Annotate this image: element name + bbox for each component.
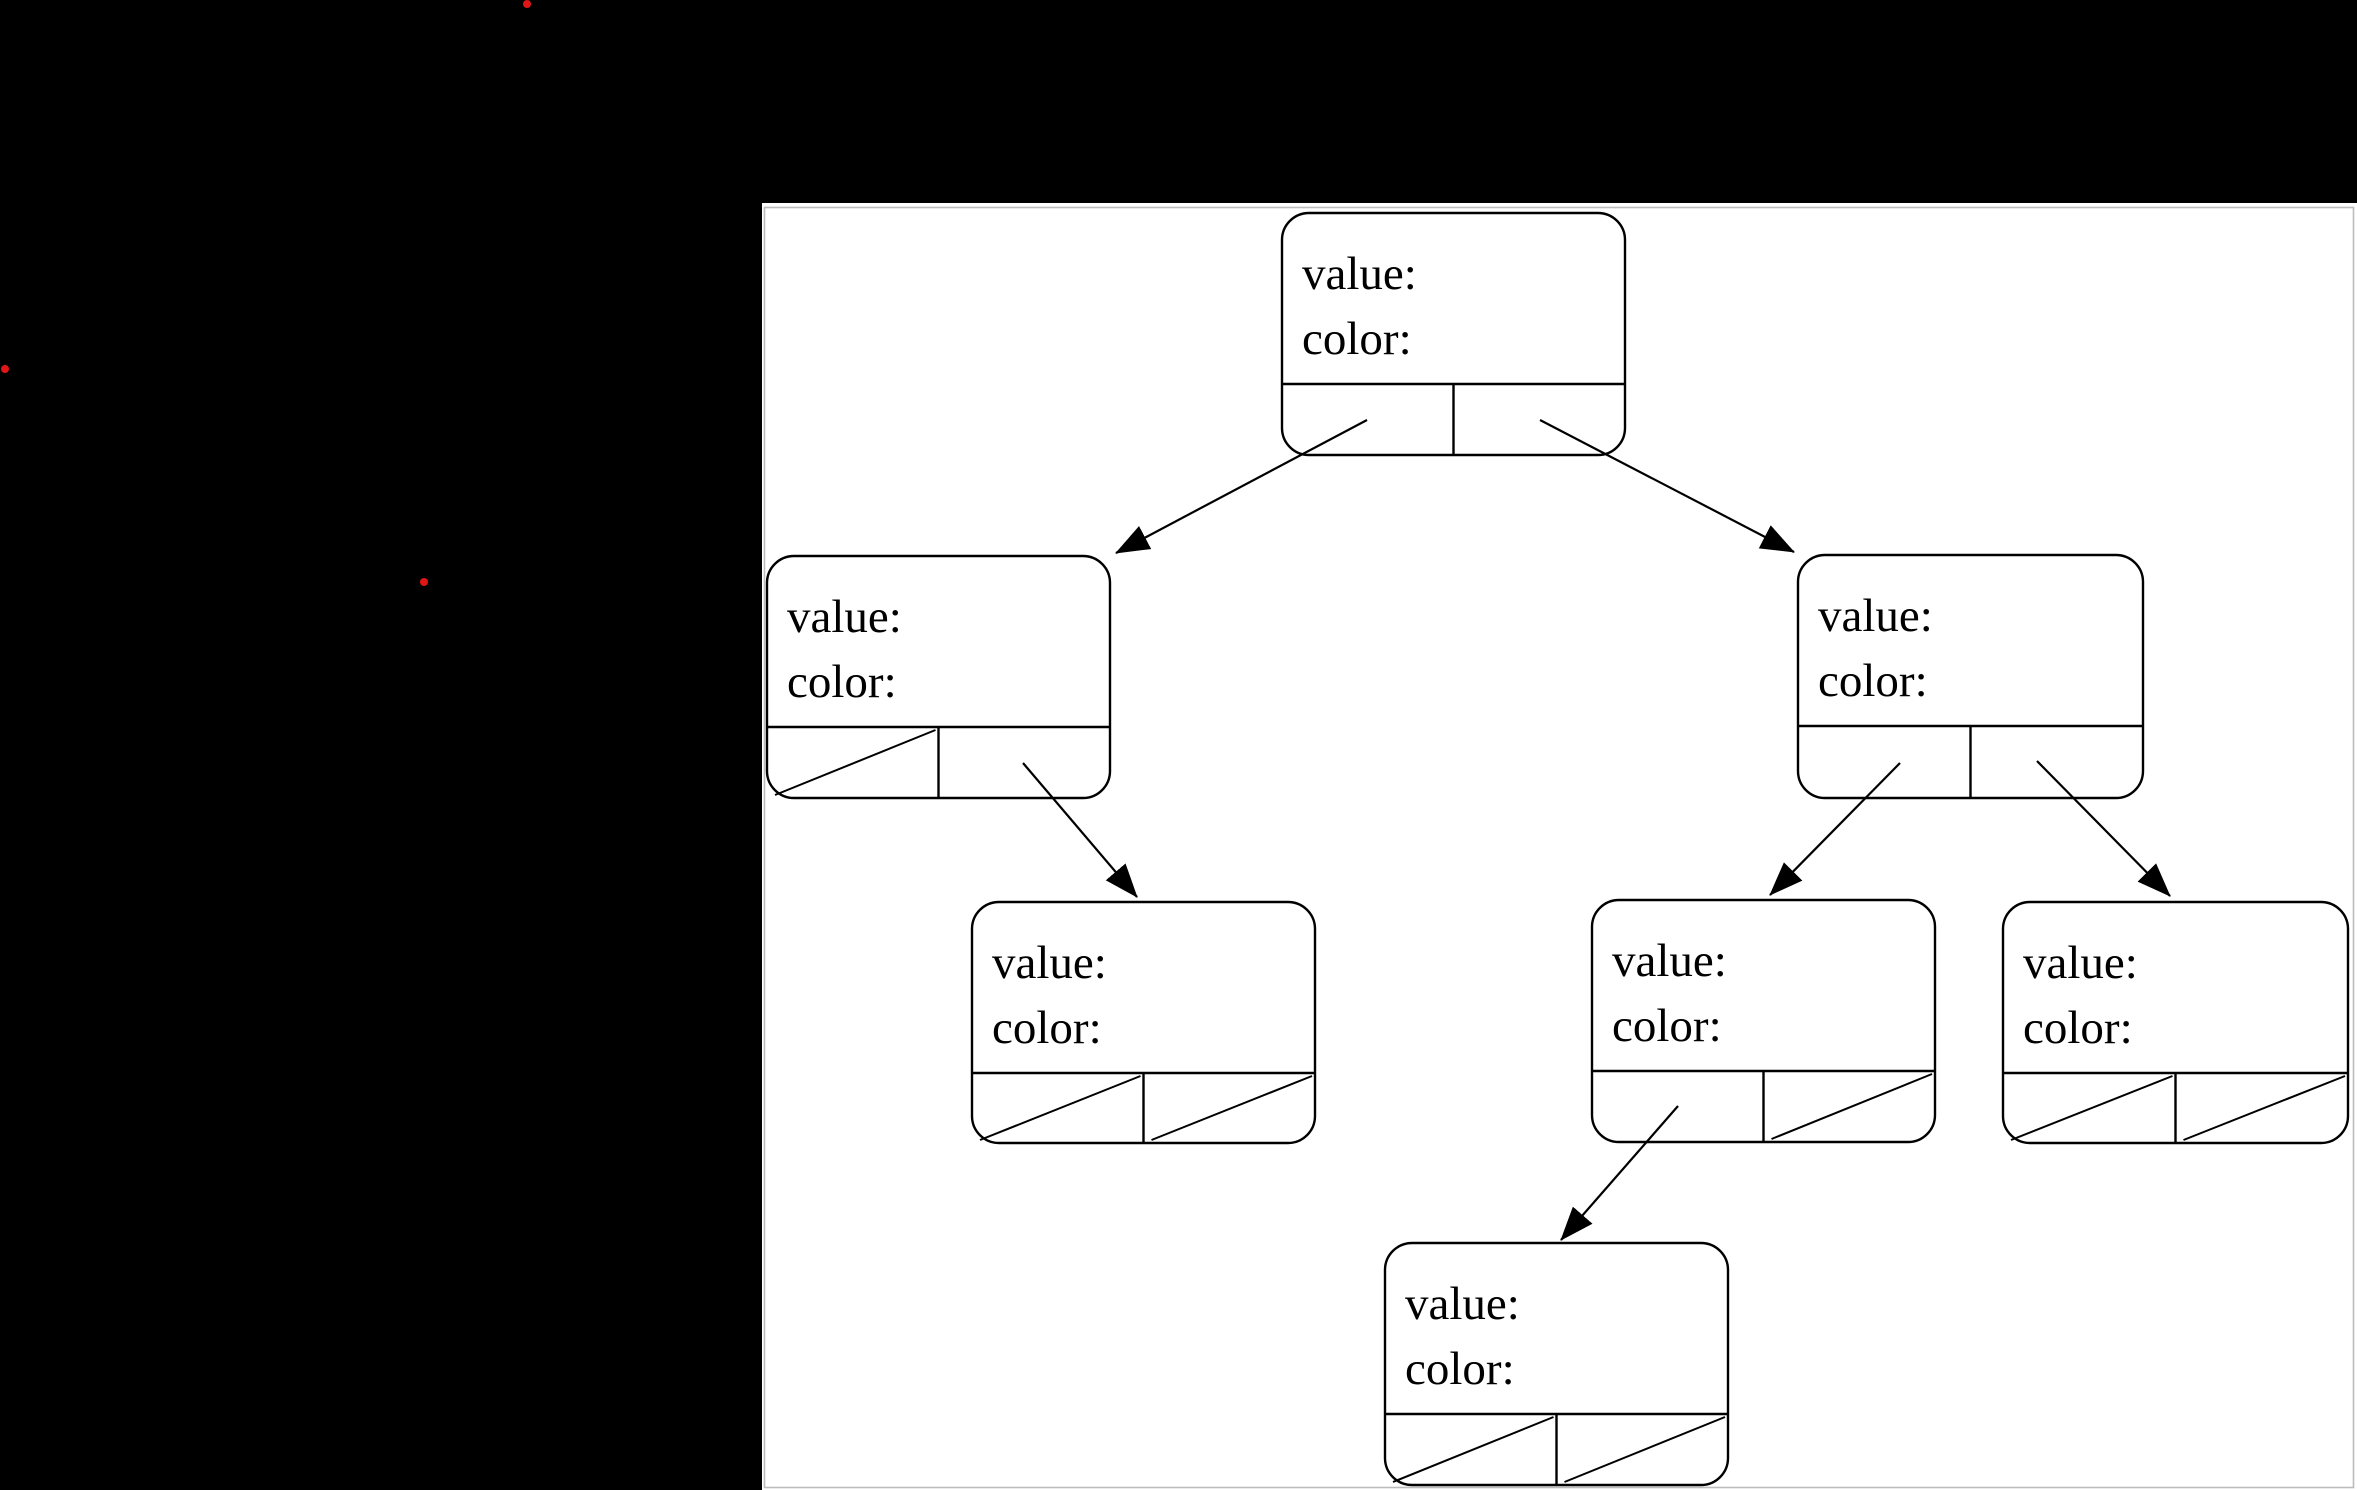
node-color-label: color: [1405,1343,1515,1395]
node-color-label: color: [1818,655,1928,707]
tree-node-right-left: value: color: [1590,898,1937,1144]
red-dot [1,365,9,373]
node-value-label: value: [1302,248,1417,300]
edge-root-to-left [1115,419,1368,554]
nodes-layer: value:color:value:color:value:color:valu… [765,211,2350,1487]
red-dot [420,578,428,586]
node-value-label: value: [2023,937,2138,989]
null-pointer-slash-right [2183,1075,2346,1141]
edge-right-to-right-right [2036,760,2171,897]
node-value-label: value: [1818,590,1933,642]
null-pointer-slash-right [1564,1416,1726,1483]
edges-layer [1022,419,2171,1241]
edge-right-left-to-right-left-left [1560,1105,1679,1241]
node-value-label: value: [787,591,902,643]
node-value-label: value: [1405,1278,1520,1330]
panel-border [763,206,2355,1489]
null-pointer-slash-left [774,729,936,796]
null-pointer-slash-left [2010,1075,2173,1141]
node-color-label: color: [787,656,897,708]
node-color-label: color: [2023,1002,2133,1054]
red-dots-layer [1,0,531,586]
null-pointer-slash-left [1392,1416,1554,1483]
tree-node-right-left-left: value: color: [1383,1241,1730,1487]
null-pointer-slash-right [1771,1073,1933,1140]
node-value-label: value: [1612,935,1727,987]
tree-node-right-right: value: color: [2001,900,2350,1145]
null-pointer-slash-left [979,1075,1141,1141]
tree-node-root: value: color: [1280,211,1627,457]
red-dot [523,0,531,8]
edge-right-to-right-left [1769,762,1901,896]
null-pointer-slash-right [1151,1075,1313,1141]
node-value-label: value: [992,937,1107,989]
node-color-label: color: [1302,313,1412,365]
tree-node-left-right: value: color: [970,900,1317,1145]
tree-node-right: value: color: [1796,553,2145,800]
edge-left-to-left-right [1022,762,1138,898]
node-color-label: color: [992,1002,1102,1054]
node-color-label: color: [1612,1000,1722,1052]
tree-node-left: value: color: [765,554,1112,800]
edge-root-to-right [1539,419,1795,553]
